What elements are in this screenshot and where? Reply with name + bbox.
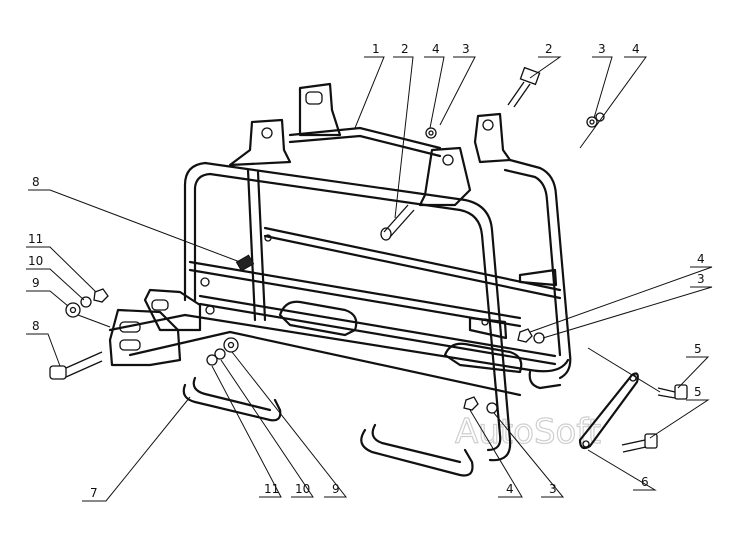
bolt-8-upper xyxy=(235,254,255,272)
mount-plate-left-rear xyxy=(143,288,202,332)
callout-9: 9 xyxy=(332,482,340,496)
callout-2: 2 xyxy=(545,42,553,56)
callout-9: 9 xyxy=(32,276,40,290)
washer-3-bottom xyxy=(486,402,498,414)
callout-3: 3 xyxy=(697,272,705,286)
callout-8: 8 xyxy=(32,319,40,333)
bolt-5-lower xyxy=(621,433,658,453)
nut-11-left xyxy=(93,288,109,303)
leader-lines xyxy=(26,56,713,502)
strap-6 xyxy=(578,372,639,450)
washer-3-top-right xyxy=(586,116,598,128)
washer-10-left xyxy=(80,296,92,308)
callout-5: 5 xyxy=(694,342,702,356)
nut-4-bottom xyxy=(463,396,479,411)
callout-10: 10 xyxy=(28,254,43,268)
fasteners xyxy=(49,66,688,453)
bolt-2-center xyxy=(380,204,415,241)
callout-10: 10 xyxy=(295,482,310,496)
watermark: AutoSoft xyxy=(455,412,601,452)
callout-3: 3 xyxy=(549,482,557,496)
bolt-5-upper xyxy=(657,384,688,400)
callout-11: 11 xyxy=(264,482,279,496)
nut-4-top-left xyxy=(425,127,437,139)
luggage-rack-assembly xyxy=(108,82,572,477)
callout-11: 11 xyxy=(28,232,43,246)
bracket-left-top xyxy=(298,82,342,137)
washer-3-right xyxy=(533,332,545,344)
bracket-left-front xyxy=(228,118,292,167)
callout-3: 3 xyxy=(462,42,470,56)
washer-9-left xyxy=(65,302,81,318)
callout-3: 3 xyxy=(598,42,606,56)
callout-4: 4 xyxy=(432,42,440,56)
washer-10-lower xyxy=(214,348,226,360)
callout-6: 6 xyxy=(641,475,649,489)
bolt-2-top xyxy=(507,66,541,108)
mount-plate-left xyxy=(108,308,182,367)
callout-8: 8 xyxy=(32,175,40,189)
callout-5: 5 xyxy=(694,385,702,399)
callout-4: 4 xyxy=(632,42,640,56)
callout-4: 4 xyxy=(506,482,514,496)
callout-labels: 1 2 4 3 2 3 4 8 11 10 9 8 4 3 5 5 6 7 11… xyxy=(28,42,705,500)
bolt-8-lower xyxy=(49,351,103,380)
washer-11-lower xyxy=(206,354,218,366)
callout-4: 4 xyxy=(697,252,705,266)
callout-7: 7 xyxy=(90,486,98,500)
callout-2: 2 xyxy=(401,42,409,56)
bracket-right-top xyxy=(473,112,512,164)
nut-4-right xyxy=(517,328,533,343)
washer-9-lower xyxy=(223,337,239,353)
callout-1: 1 xyxy=(372,42,380,56)
